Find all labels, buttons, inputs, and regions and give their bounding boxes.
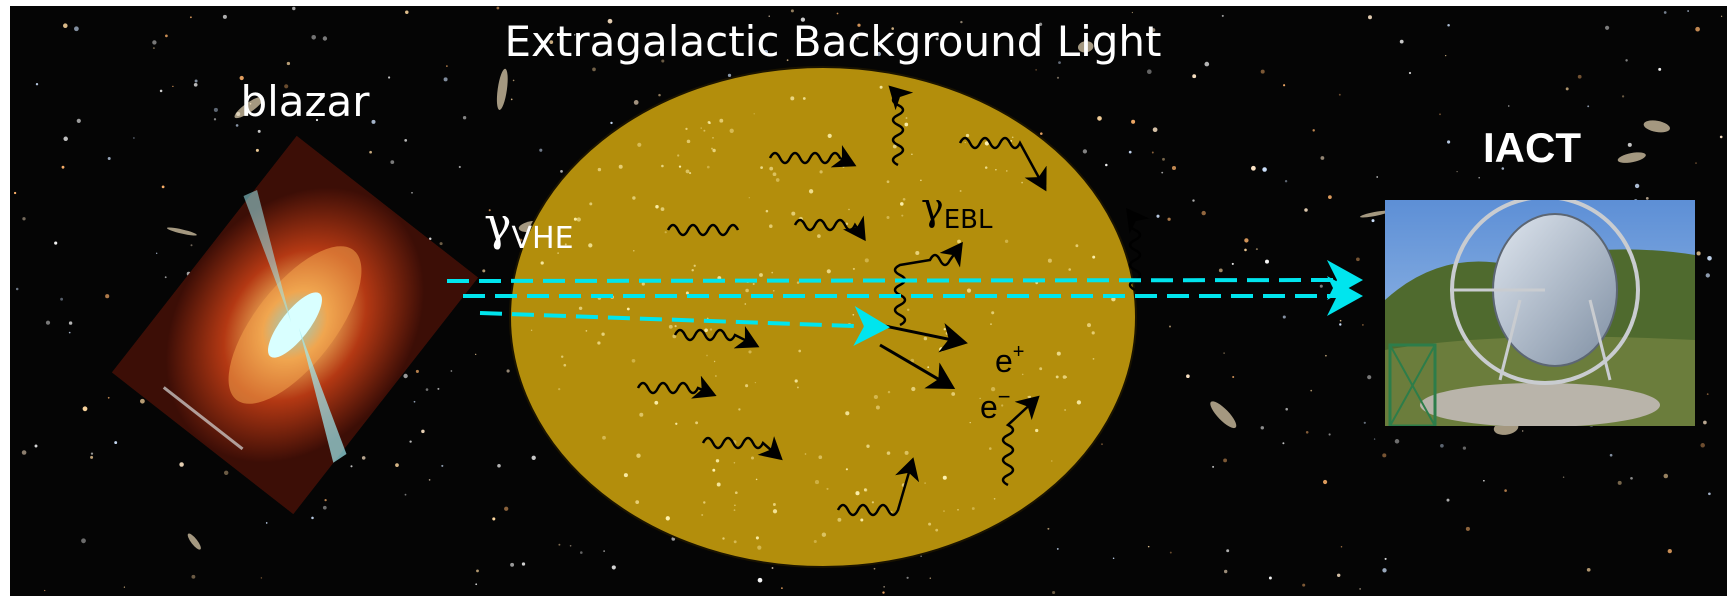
gamma-vhe-subscript: VHE: [512, 221, 574, 256]
gamma-vhe-symbol: γ: [484, 197, 512, 251]
gamma-ebl-subscript: EBL: [944, 205, 993, 235]
ebl-photon: [636, 375, 717, 399]
ebl-photon: [793, 215, 866, 242]
ebl-photon: [893, 241, 963, 327]
ebl-photon: [701, 436, 783, 461]
diagram-title: Extragalactic Background Light: [504, 17, 1161, 66]
gamma-ebl-label: γEBL: [921, 185, 993, 235]
positron-arrow: [879, 323, 968, 353]
iact-label: IACT: [1483, 124, 1581, 171]
gamma-ray-arrow-transmitted-1: [446, 260, 1363, 301]
electron-superscript: −: [998, 384, 1011, 409]
positron-base: e: [995, 343, 1013, 379]
blazar-image: [112, 135, 478, 515]
gamma-ray-arrows: [446, 260, 1363, 347]
ebl-photon: [768, 144, 857, 168]
ebl-photon: [888, 85, 914, 167]
positron-superscript: +: [1013, 341, 1025, 363]
gamma-ray-arrow-absorbed: [479, 306, 890, 347]
positron-label: e+: [995, 341, 1024, 379]
ebl-photon: [1001, 395, 1040, 487]
electron-base: e: [980, 389, 998, 425]
gamma-vhe-label: γVHE: [484, 197, 574, 256]
iact-telescope-image: [1385, 200, 1695, 426]
ebl-background-galaxies: [530, 85, 1116, 550]
ebl-photon: [836, 457, 920, 517]
blazar-label: blazar: [240, 77, 370, 126]
ebl-photon: [666, 223, 740, 237]
electron-arrow: [879, 343, 956, 390]
ebl-region: [509, 66, 1137, 568]
gamma-ebl-symbol: γ: [921, 185, 944, 229]
ebl-photon: [673, 325, 760, 349]
ebl-photon: [958, 136, 1047, 192]
electron-label: e−: [980, 384, 1011, 425]
